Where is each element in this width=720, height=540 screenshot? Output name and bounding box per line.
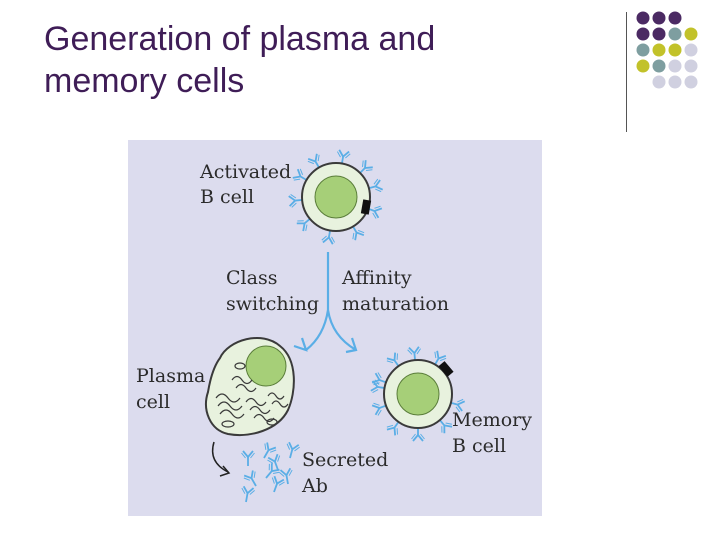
- decorative-dot: [636, 11, 650, 25]
- decorative-dot: [636, 43, 650, 57]
- title-divider: [626, 12, 627, 132]
- decorative-dot: [668, 59, 682, 73]
- receptor-marker-icon: [360, 199, 372, 215]
- decorative-dot: [652, 43, 666, 57]
- decorative-dot: [668, 75, 682, 89]
- label-activated-b-cell: Activated B cell: [199, 161, 297, 208]
- decorative-dot: [668, 43, 682, 57]
- secretion-arrow: [211, 441, 231, 477]
- activated-b-cell-drawing: [287, 148, 384, 246]
- secreted-antibody-icon: [241, 468, 263, 491]
- decorative-dot: [684, 43, 698, 57]
- label-class-switching: Class switching: [226, 267, 319, 315]
- slide-title: Generation of plasma and memory cells: [44, 18, 584, 102]
- secreted-antibody-icon: [240, 450, 256, 467]
- b-cell-differentiation-figure: Activated B cell Class switching Affinit…: [128, 140, 542, 516]
- decorative-dot: [668, 27, 682, 41]
- label-plasma-cell: Plasma cell: [136, 365, 211, 413]
- secreted-antibodies: [238, 440, 302, 505]
- title-line-2: memory cells: [44, 62, 245, 100]
- label-affinity-maturation: Affinity maturation: [341, 267, 449, 315]
- decorative-dot: [652, 27, 666, 41]
- decorative-dot: [684, 27, 698, 41]
- title-line-1: Generation of plasma and: [44, 20, 436, 58]
- memory-b-cell-drawing: [369, 345, 466, 442]
- decorative-dot-grid: [636, 11, 698, 89]
- branching-arrow: [293, 252, 358, 354]
- memory-receptor-marker-icon: [438, 361, 454, 377]
- decorative-dot: [684, 75, 698, 89]
- secreted-antibody-icon: [260, 461, 282, 484]
- decorative-dot: [684, 59, 698, 73]
- secreted-antibody-icon: [266, 474, 287, 496]
- decorative-dot: [636, 59, 650, 73]
- decorative-dot: [668, 11, 682, 25]
- secreted-antibody-icon: [282, 440, 302, 461]
- decorative-dot: [652, 59, 666, 73]
- label-secreted-ab: Secreted Ab: [301, 449, 394, 497]
- decorative-dot: [636, 27, 650, 41]
- secreted-antibody-icon: [238, 485, 256, 505]
- decorative-dot: [652, 11, 666, 25]
- label-memory-b-cell: Memory B cell: [452, 409, 538, 457]
- secreted-antibody-icon: [257, 440, 279, 463]
- decorative-dot: [652, 75, 666, 89]
- secreted-antibody-icon: [278, 467, 296, 487]
- plasma-cell-drawing: [205, 337, 295, 436]
